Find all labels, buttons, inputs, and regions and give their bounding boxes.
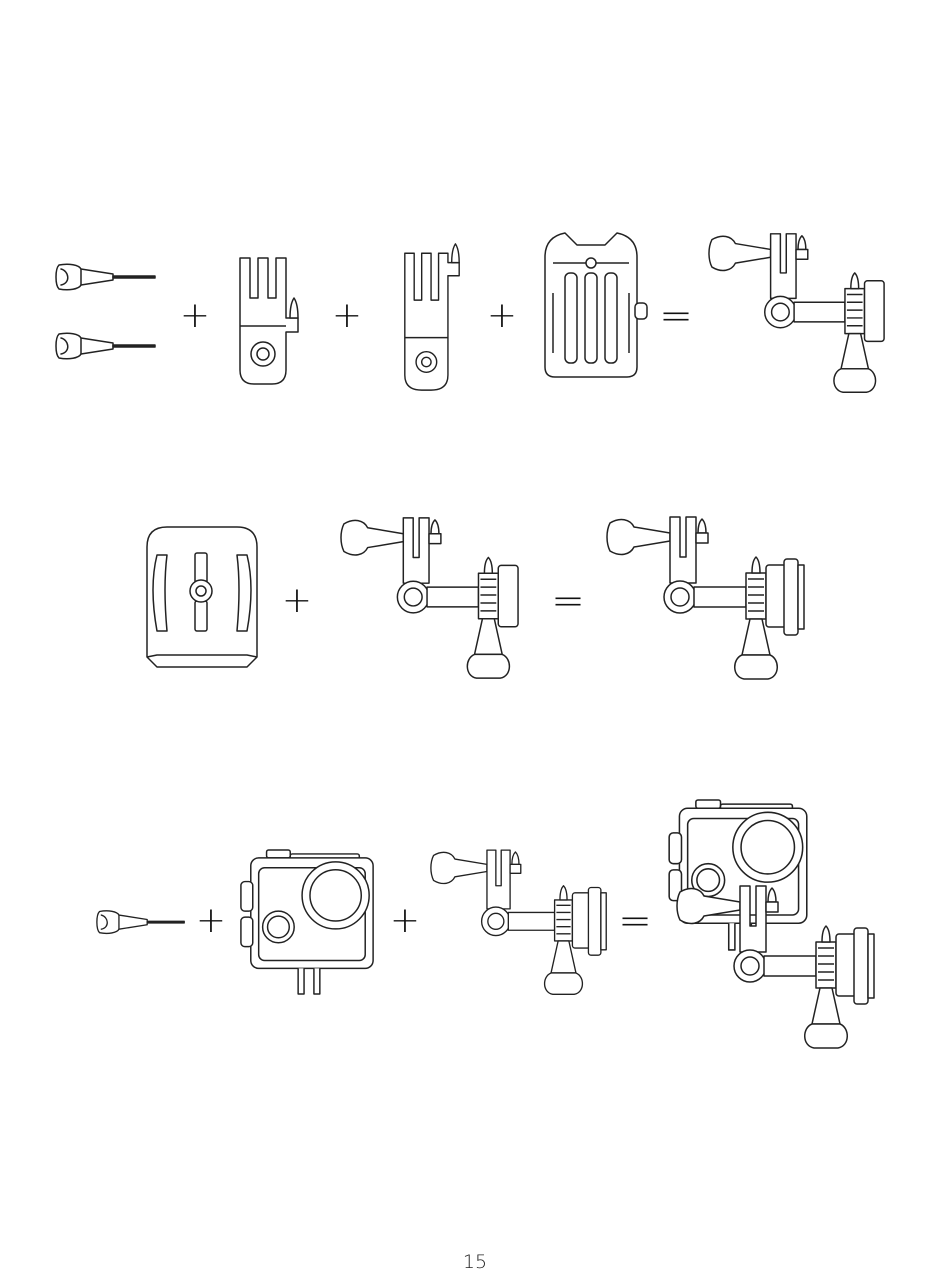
arm-assembly-with-base-icon (606, 517, 806, 683)
plus-sign: + (180, 298, 210, 334)
arm-assembly-icon (708, 232, 888, 398)
plus-sign: + (487, 298, 517, 334)
short-pivot-arm-icon (234, 258, 304, 388)
camera-case-icon (236, 850, 380, 996)
arm-assembly-with-base-icon (430, 850, 608, 998)
thumb-screw-icon (55, 263, 157, 293)
plus-sign: + (332, 298, 362, 334)
arm-assembly-with-base-icon (676, 884, 876, 1054)
page-number: 15 (463, 1251, 487, 1273)
flat-mount-base-icon (140, 527, 266, 669)
equals-sign: = (659, 296, 693, 336)
plus-sign: + (282, 583, 312, 619)
thumb-screw-icon (96, 906, 186, 940)
long-pivot-arm-icon (397, 242, 467, 392)
arm-assembly-icon (340, 517, 522, 683)
equals-sign: = (618, 901, 652, 941)
equals-sign: = (551, 581, 585, 621)
thumb-screw-icon (55, 332, 157, 362)
buckle-mount-icon (545, 233, 650, 381)
plus-sign: + (196, 903, 226, 939)
plus-sign: + (390, 903, 420, 939)
